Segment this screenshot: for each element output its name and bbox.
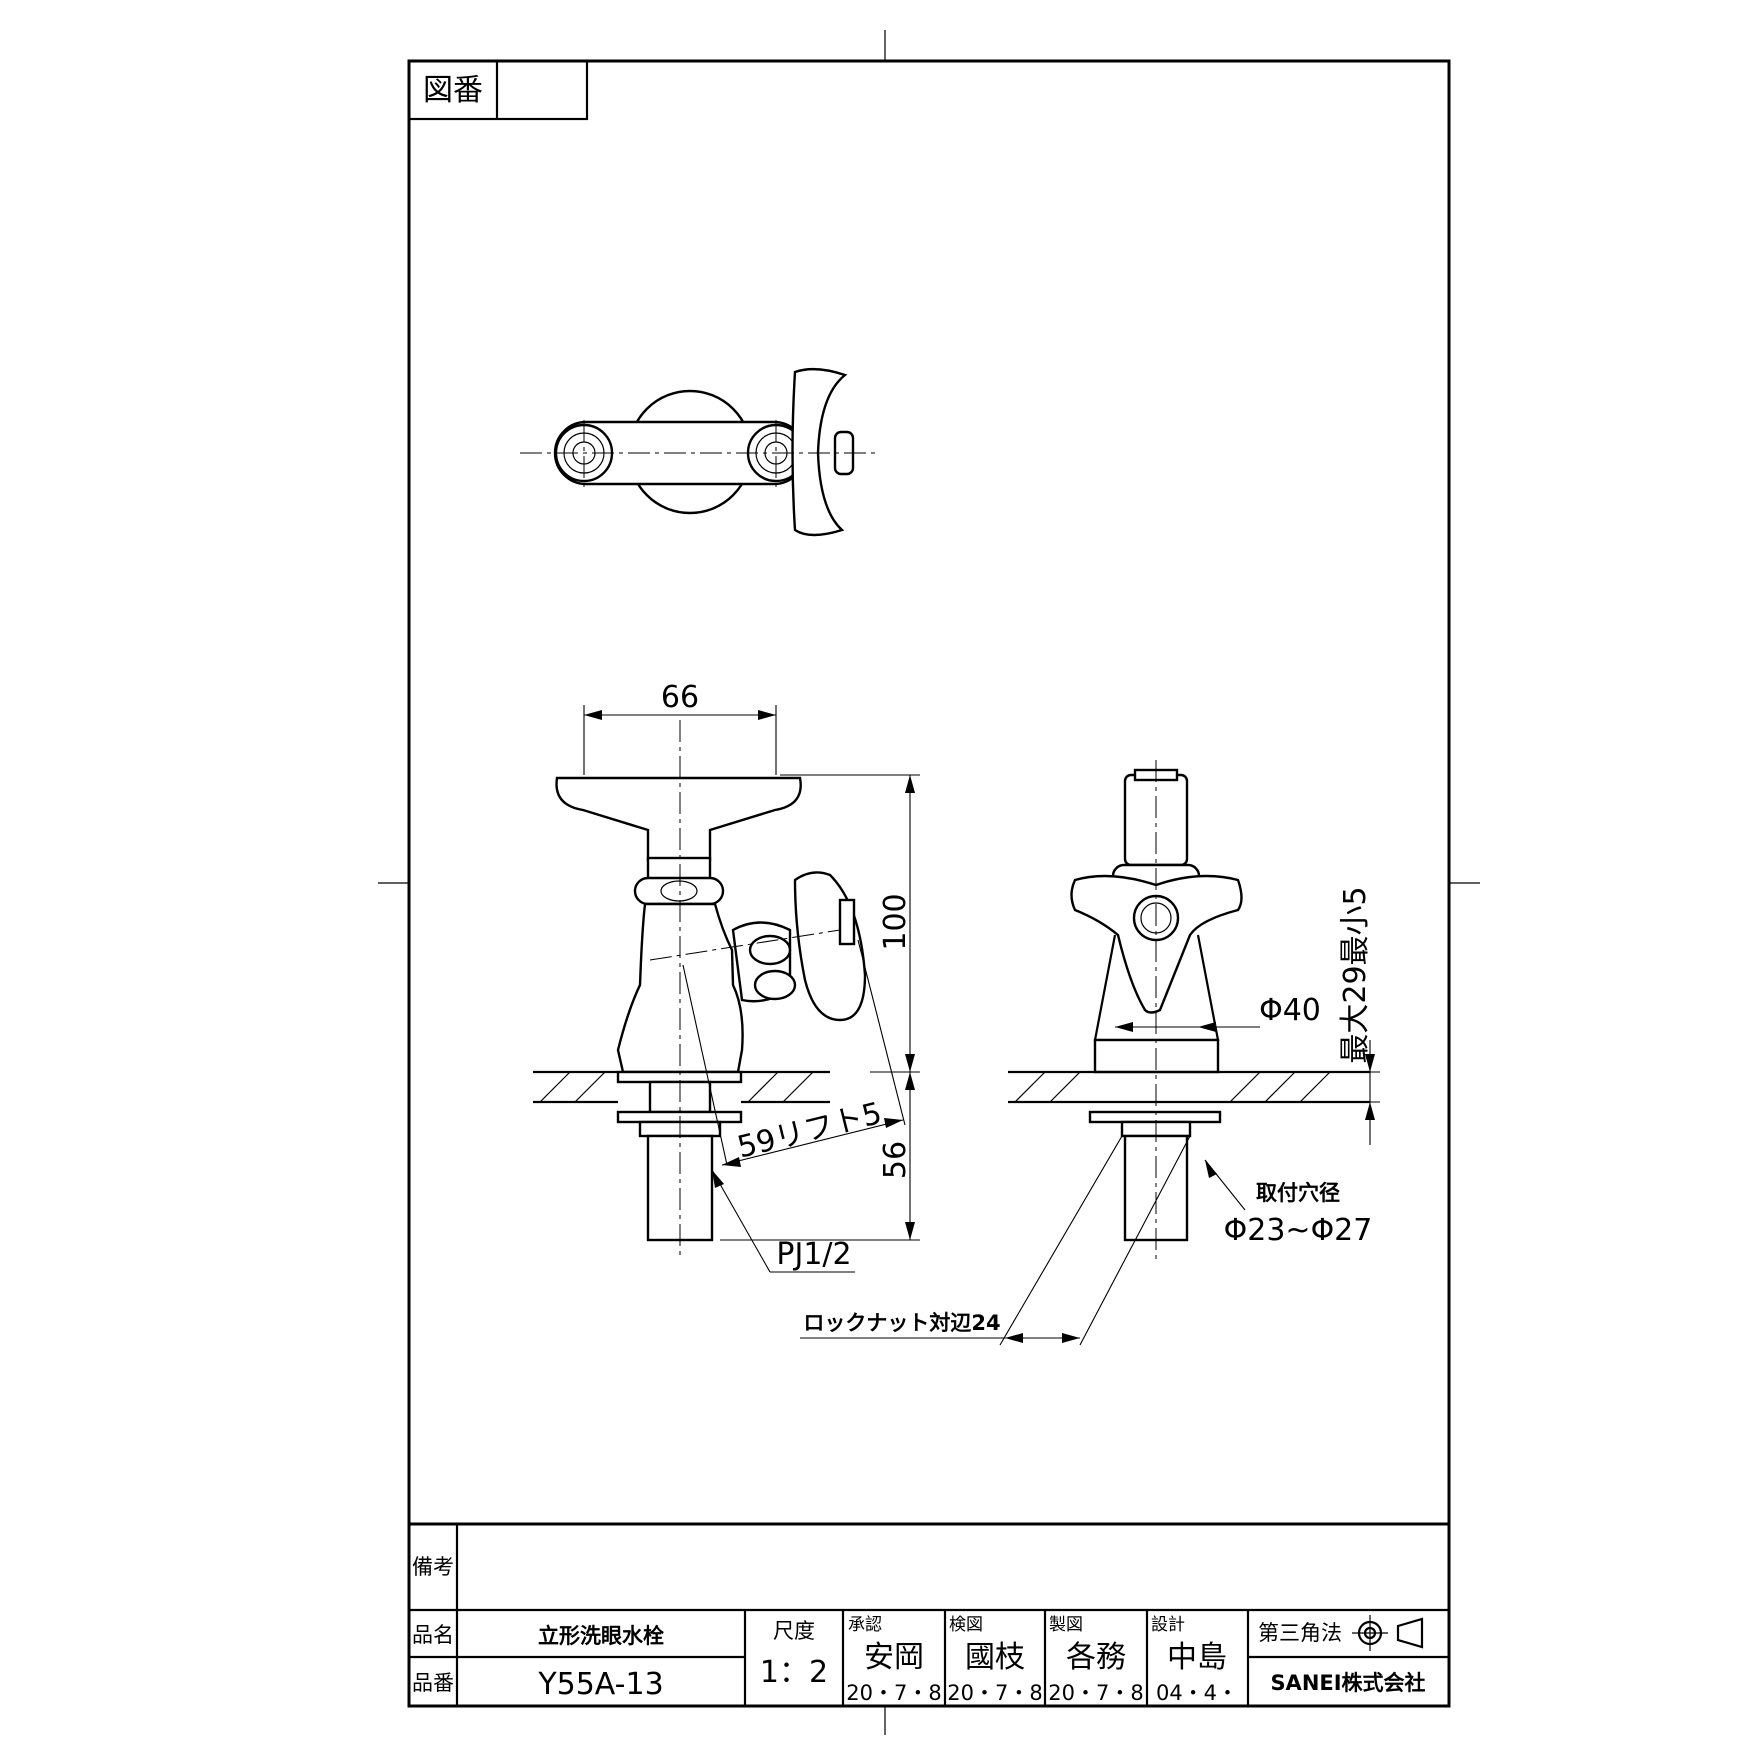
locknut-text: ロックナット対辺24 [803, 1311, 1000, 1335]
number-value: Y55A-13 [537, 1667, 663, 1702]
dimension-66-text: 66 [661, 680, 699, 715]
locknut-dimension: ロックナット対辺24 [800, 1135, 1191, 1346]
design-date: 04・4・ [1156, 1681, 1238, 1705]
hole-leader: 取付穴径 Φ23~Φ27 [1204, 1159, 1373, 1248]
scale-value: 1：2 [760, 1655, 828, 1690]
top-view [520, 367, 880, 537]
drawing-frame [378, 30, 1480, 1735]
checked-label: 検図 [949, 1615, 983, 1635]
projection-label: 第三角法 [1258, 1621, 1342, 1645]
drawn-date: 20・7・8 [1048, 1681, 1143, 1705]
scale-label: 尺度 [773, 1619, 815, 1643]
approved-name: 安岡 [864, 1640, 924, 1675]
dimension-lift-text: 59リフト5 [734, 1096, 885, 1166]
number-label: 品番 [412, 1671, 454, 1695]
dimension-dia40: Φ40 [1115, 993, 1321, 1032]
dimension-thickness-text: 最大29最小5 [1338, 886, 1373, 1063]
countertop-right [1008, 1070, 1370, 1104]
approved-date: 20・7・8 [846, 1681, 941, 1705]
dimension-thickness: 最大29最小5 [1220, 886, 1380, 1145]
dimension-66: 66 [583, 680, 777, 775]
front-view [555, 720, 867, 1260]
countertop-left [533, 1070, 830, 1104]
thread-leader: PJ1/2 [711, 1169, 855, 1273]
thread-text: PJ1/2 [776, 1237, 851, 1272]
dimension-dia40-text: Φ40 [1259, 993, 1321, 1028]
third-angle-projection-icon [1352, 1615, 1424, 1651]
dimension-heights: 100 56 [720, 774, 920, 1241]
hole-label: 取付穴径 [1256, 1181, 1340, 1205]
design-name: 中島 [1167, 1640, 1227, 1675]
drawn-label: 製図 [1049, 1615, 1083, 1635]
name-label: 品名 [412, 1623, 454, 1647]
hole-value: Φ23~Φ27 [1224, 1213, 1373, 1248]
design-label: 設計 [1151, 1615, 1185, 1635]
approved-label: 承認 [848, 1615, 882, 1635]
side-view [1070, 760, 1243, 1260]
drawn-name: 各務 [1066, 1640, 1126, 1675]
dimension-100-text: 100 [878, 893, 913, 950]
name-value: 立形洗眼水栓 [538, 1624, 664, 1648]
drawing-number-box: 図番 [407, 59, 589, 121]
checked-date: 20・7・8 [947, 1681, 1042, 1705]
dimension-56-text: 56 [878, 1141, 913, 1179]
company-name: SANEI株式会社 [1270, 1671, 1425, 1695]
checked-name: 國枝 [965, 1640, 1025, 1675]
drawing-number-label: 図番 [423, 73, 483, 108]
remarks-label: 備考 [412, 1555, 454, 1579]
title-block: 備考 品名 立形洗眼水栓 品番 Y55A-13 尺度 1：2 承認 安岡 20・… [409, 1522, 1449, 1706]
